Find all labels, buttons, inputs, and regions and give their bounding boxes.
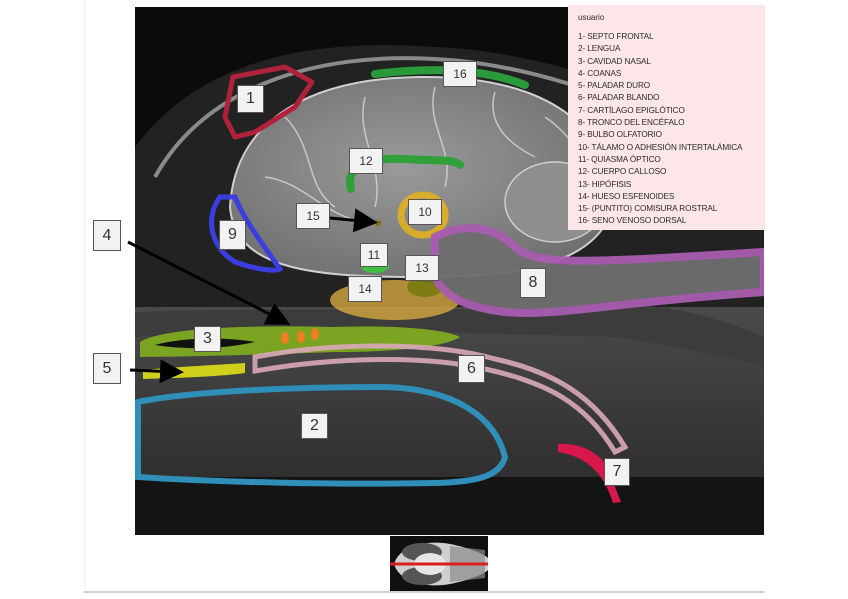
- region-paladar-duro: [143, 363, 245, 379]
- legend-item: 1- SEPTO FRONTAL: [578, 32, 654, 41]
- legend-item: 3- CAVIDAD NASAL: [578, 56, 651, 66]
- page-bottom-divider: [84, 591, 764, 593]
- nasal-region: [135, 305, 764, 367]
- axial-reference-thumbnail: [390, 536, 488, 592]
- legend-title: usuario: [578, 13, 605, 22]
- label-7: 7: [604, 458, 630, 486]
- page-left-edge: [84, 0, 85, 594]
- legend-item: 9- BULBO OLFATORIO: [578, 130, 662, 140]
- legend-item: 7- CARTÍLAGO EPIGLÓTICO: [578, 105, 685, 115]
- reference-line: [390, 562, 488, 566]
- legend-item: 10- TÁLAMO O ADHESIÓN INTERTALÁMICA: [578, 142, 743, 152]
- legend-item: 12- CUERPO CALLOSO: [578, 167, 667, 177]
- label-9: 9: [219, 220, 246, 250]
- region-talamo: [397, 191, 449, 239]
- region-septo-frontal: [222, 64, 315, 140]
- label-11: 11: [360, 243, 388, 267]
- legend-item: 14- HUESO ESFENOIDES: [578, 191, 675, 201]
- label-15: 15: [296, 203, 330, 229]
- label-16: 16: [443, 61, 477, 87]
- region-cuerpo-calloso: [345, 154, 464, 193]
- legend-item: 2- LENGUA: [578, 44, 621, 54]
- legend-item: 4- COANAS: [578, 68, 622, 78]
- region-lengua: [135, 383, 509, 487]
- label-12: 12: [349, 148, 383, 174]
- label-5: 5: [93, 353, 121, 384]
- label-1: 1: [237, 85, 264, 113]
- label-6: 6: [458, 355, 485, 383]
- region-paladar-blando: [252, 343, 629, 456]
- annotation-overlays: [135, 64, 764, 503]
- legend-panel: usuario 1- SEPTO FRONTAL 2- LENGUA 3- CA…: [568, 5, 765, 230]
- region-tronco-encefalo: [431, 224, 764, 317]
- label-2: 2: [301, 413, 328, 439]
- thumbnail-drawing: [390, 536, 488, 592]
- region-coanas: [281, 328, 319, 344]
- label-10: 10: [408, 199, 442, 225]
- legend-item: 16- SENO VENOSO DORSAL: [578, 216, 687, 226]
- legend-item: 8- TRONCO DEL ENCÉFALO: [578, 118, 685, 128]
- lower-jaw: [135, 477, 764, 535]
- region-comisura-rostral: [375, 220, 381, 226]
- label-14: 14: [348, 276, 382, 302]
- legend-item: 13- HIPÓFISIS: [578, 179, 632, 189]
- legend-item: 6- PALADAR BLANDO: [578, 93, 660, 103]
- label-13: 13: [405, 255, 439, 281]
- legend-item: 11- QUIASMA ÓPTICO: [578, 154, 661, 164]
- legend-item: 5- PALADAR DURO: [578, 81, 651, 91]
- label-4: 4: [93, 220, 121, 251]
- label-3: 3: [194, 326, 221, 352]
- label-8: 8: [520, 268, 546, 298]
- legend-item: 15- (PUNTITO) COMISURA ROSTRAL: [578, 204, 718, 214]
